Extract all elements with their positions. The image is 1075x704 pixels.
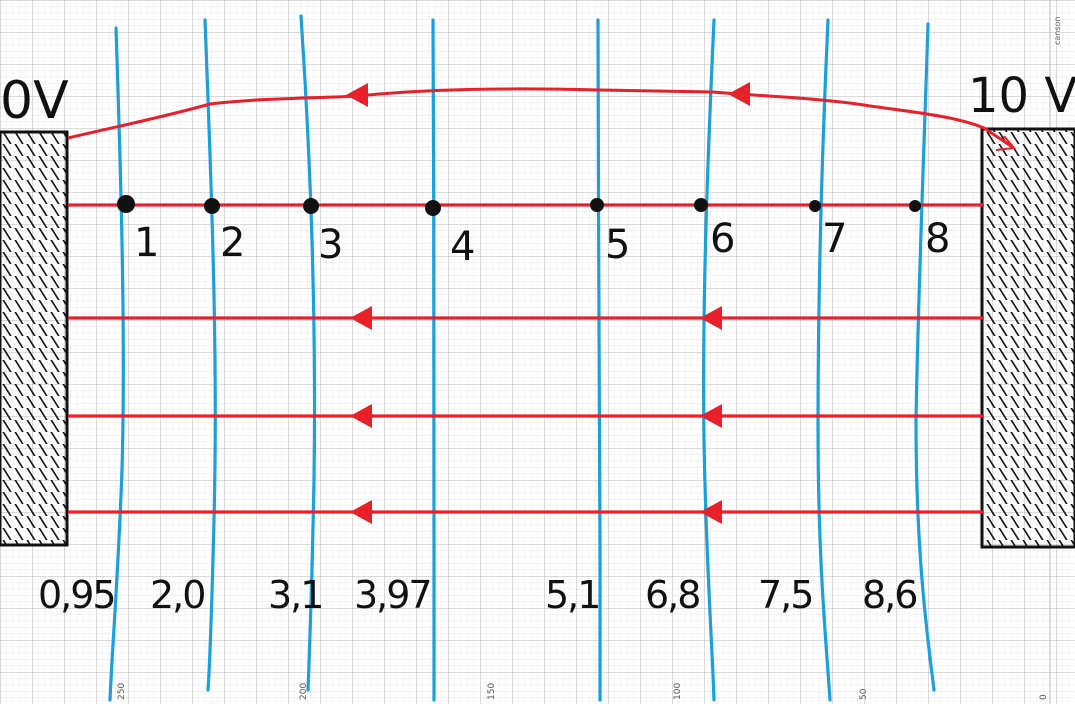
field-arrow <box>350 306 372 330</box>
potential-values: 0,95 2,0 3,1 3,97 5,1 6,8 7,5 8,6 <box>38 573 918 617</box>
potential-value: 7,5 <box>758 573 812 617</box>
measurement-point <box>809 200 821 212</box>
potential-value: 6,8 <box>645 573 699 617</box>
equipotential-line <box>203 18 217 692</box>
equipotential-line <box>816 18 832 702</box>
equipotential-line <box>596 18 602 702</box>
point-label: 7 <box>822 216 847 262</box>
paper-scale-tick: 100 <box>673 683 683 700</box>
measurement-point <box>909 200 921 212</box>
field-arrow <box>700 306 722 330</box>
field-arrow <box>728 82 750 106</box>
field-arrow <box>995 135 1016 151</box>
measurement-point <box>204 198 220 214</box>
right-electrode <box>980 127 1075 549</box>
potential-value: 0,95 <box>38 573 115 617</box>
paper-scale-tick: 0 <box>1039 694 1049 700</box>
field-arrow <box>346 83 368 107</box>
measurement-point <box>303 198 319 214</box>
point-label: 3 <box>318 222 343 268</box>
measurement-point <box>694 198 708 212</box>
point-label: 1 <box>134 220 159 266</box>
paper-scale-tick: 50 <box>859 688 869 700</box>
paper-scale-tick: 200 <box>299 683 309 700</box>
paper-brand: canson <box>1053 16 1062 45</box>
field-arrow <box>700 500 722 524</box>
field-arrow <box>350 500 372 524</box>
equipotential-line <box>108 26 125 702</box>
point-label: 8 <box>925 216 950 262</box>
equipotential-line <box>702 18 716 702</box>
measurement-point <box>590 198 604 212</box>
paper-scale-tick: 250 <box>117 683 127 700</box>
potential-value: 5,1 <box>545 573 599 617</box>
field-line-curved <box>67 87 1015 150</box>
potential-value: 8,6 <box>862 573 916 617</box>
left-electrode <box>0 130 69 547</box>
equipotential-line <box>431 18 436 702</box>
potential-value: 3,1 <box>268 573 322 617</box>
point-label: 2 <box>220 220 245 266</box>
field-arrow <box>350 404 372 428</box>
measurement-point <box>117 195 135 213</box>
potential-value: 3,97 <box>354 573 431 617</box>
equipotential-lines <box>108 14 936 702</box>
measurement-points: 1 2 3 4 5 6 7 8 <box>117 195 950 270</box>
left-electrode-label: 0V <box>0 71 69 131</box>
paper-scale-tick: 150 <box>487 683 497 700</box>
point-label: 6 <box>710 216 735 262</box>
equipotential-line <box>299 14 317 692</box>
field-lines <box>67 82 1016 524</box>
potential-value: 2,0 <box>150 573 204 617</box>
point-label: 4 <box>450 224 475 270</box>
equipotential-line <box>914 22 936 692</box>
measurement-point <box>425 200 441 216</box>
point-label: 5 <box>605 222 630 268</box>
right-electrode-label: 10 V <box>968 68 1075 124</box>
field-arrow <box>700 404 722 428</box>
paper-scale: 250 200 150 100 50 0 <box>117 683 1049 700</box>
